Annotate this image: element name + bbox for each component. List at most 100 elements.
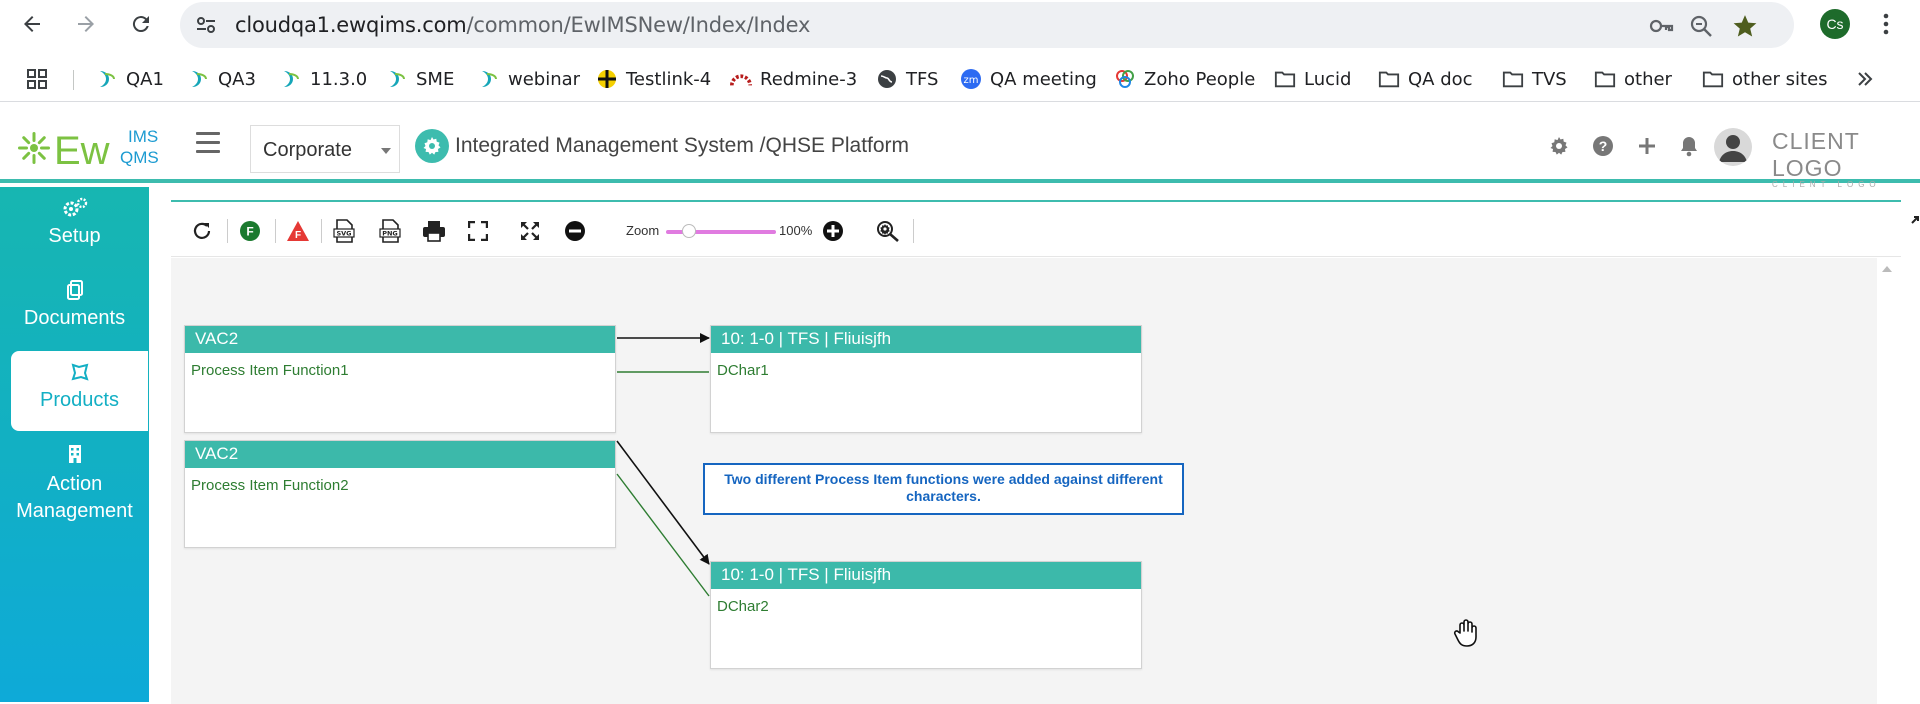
bookmark-testlink-4[interactable]: Testlink-4 [596,64,711,94]
bookmark-label: Zoho People [1144,68,1256,90]
hamburger-line [196,150,220,153]
refresh-button[interactable] [189,218,215,244]
bookmark-lucid[interactable]: Lucid [1274,64,1351,94]
refresh-icon [193,222,211,239]
hamburger-line [196,141,220,144]
bookmark-sme[interactable]: SME [386,64,454,94]
user-avatar[interactable] [1714,128,1752,166]
password-key-icon[interactable] [1647,12,1675,40]
client-logo-text: CLIENT LOGO [1772,128,1860,181]
connector-link-2 [616,473,710,597]
diagram-canvas[interactable]: VAC2 Process Item Function1 VAC2 Process… [171,258,1877,704]
svg-text:IMS: IMS [128,127,158,146]
fit-screen-button[interactable] [465,218,491,244]
url-path: /common/EwIMSNew/Index/Index [466,13,811,37]
zoom-magnifier-icon[interactable] [1687,12,1715,40]
bookmark-redmine-3[interactable]: Redmine-3 [730,64,857,94]
bookmark-tfs[interactable]: TFS [876,64,938,94]
bookmarks-overflow-button[interactable] [1854,64,1876,94]
search-settings-button[interactable] [875,218,901,244]
ewqims-logo-icon [188,68,210,90]
forward-button[interactable] [70,8,102,40]
collapse-panel-button[interactable] [1907,202,1920,228]
node-title: VAC2 [185,326,615,353]
scroll-up-arrow[interactable] [1880,262,1894,276]
svg-text:F: F [295,230,301,241]
bookmark-qa-doc[interactable]: QA doc [1378,64,1473,94]
bookmark-other[interactable]: other [1594,64,1672,94]
sidebar-item-documents[interactable]: Documents [0,277,149,330]
apps-button[interactable] [26,64,48,94]
bookmark-11-3-0[interactable]: 11.3.0 [280,64,367,94]
profile-avatar[interactable]: Cs [1820,9,1850,39]
reload-icon [132,16,149,33]
bookmark-label: TVS [1532,68,1567,90]
browser-toolbar: cloudqa1.ewqims.com/common/EwIMSNew/Inde… [0,0,1920,48]
node-title: VAC2 [185,441,615,468]
redmine-icon [730,68,752,90]
zoom-slider[interactable] [666,230,776,234]
hamburger-line [196,132,220,135]
bookmark-zoho-people[interactable]: Zoho People [1114,64,1255,94]
back-button[interactable] [16,8,48,40]
toolbar-separator [275,219,276,243]
organization-select[interactable]: Corporate [250,125,400,173]
expand-button[interactable] [517,218,543,244]
node-body: DChar2 [717,598,769,615]
zoom-slider-handle[interactable] [682,224,696,238]
add-icon[interactable] [1636,135,1658,157]
platform-title: Integrated Management System /QHSE Platf… [455,134,910,157]
diagram-connectors [616,333,710,597]
bookmark-tvs[interactable]: TVS [1502,64,1567,94]
ewqims-logo-icon [280,68,302,90]
reload-button[interactable] [125,8,157,40]
help-icon[interactable]: ? [1592,135,1614,157]
bookmark-label: QA3 [218,68,256,90]
filter-off-button[interactable]: F [285,218,311,244]
bookmarks-bar: QA1 QA3 11.3.0 SME webinar Testlink-4 Re… [0,56,1920,102]
zoom-value: 100% [779,223,813,238]
diagram-node-dchar1[interactable]: 10: 1-0 | TFS | Fliuisjfh DChar1 [710,325,1142,433]
diagram-node-dchar2[interactable]: 10: 1-0 | TFS | Fliuisjfh DChar2 [710,561,1142,669]
diagram-annotation-note[interactable]: Two different Process Item functions wer… [703,463,1184,515]
gears-icon [0,195,149,221]
svg-text:Ew: Ew [54,129,110,170]
bookmark-qa1[interactable]: QA1 [96,64,164,94]
ewqims-logo[interactable]: Ew IMS QMS [16,122,176,173]
url-text[interactable]: cloudqa1.ewqims.com/common/EwIMSNew/Inde… [235,13,810,37]
sidebar-item-action-management[interactable]: Action Management [0,441,149,525]
sidebar: Setup Documents Products Action Manageme… [0,187,149,702]
ewqims-logo-icon [96,68,118,90]
sidebar-item-label: Action Management [16,473,133,522]
filter-f-red-icon: F [287,221,309,241]
zoom-out-button[interactable] [562,218,588,244]
zoom-in-button[interactable] [820,218,846,244]
export-svg-button[interactable]: SVG [331,218,357,244]
diagram-workspace: F F SVG PNG Zoo [171,200,1919,704]
node-body: DChar1 [717,362,769,379]
menu-toggle-button[interactable] [196,132,220,154]
sidebar-item-setup[interactable]: Setup [0,195,149,248]
diagram-node-process-item-function1[interactable]: VAC2 Process Item Function1 [184,325,616,433]
search-gear-icon [877,221,899,242]
settings-icon[interactable] [1548,135,1570,157]
bookmark-star-icon[interactable] [1731,12,1759,40]
notifications-bell-icon[interactable] [1678,135,1700,157]
sidebar-item-products[interactable]: Products [11,351,148,431]
bookmark-webinar[interactable]: webinar [478,64,580,94]
filter-on-button[interactable]: F [237,218,263,244]
diagram-node-process-item-function2[interactable]: VAC2 Process Item Function2 [184,440,616,548]
bookmark-label: Lucid [1304,68,1352,90]
bookmark-label: 11.3.0 [310,68,368,90]
toolbar-separator [321,219,322,243]
address-bar[interactable]: cloudqa1.ewqims.com/common/EwIMSNew/Inde… [180,2,1794,48]
print-button[interactable] [421,218,447,244]
site-settings-icon[interactable] [194,13,218,37]
bookmark-qa3[interactable]: QA3 [188,64,256,94]
folder-icon [1502,68,1524,90]
bookmark-other-sites[interactable]: other sites [1702,64,1828,94]
minus-circle-icon [565,221,585,241]
browser-menu-button[interactable] [1872,8,1900,40]
export-png-button[interactable]: PNG [377,218,403,244]
